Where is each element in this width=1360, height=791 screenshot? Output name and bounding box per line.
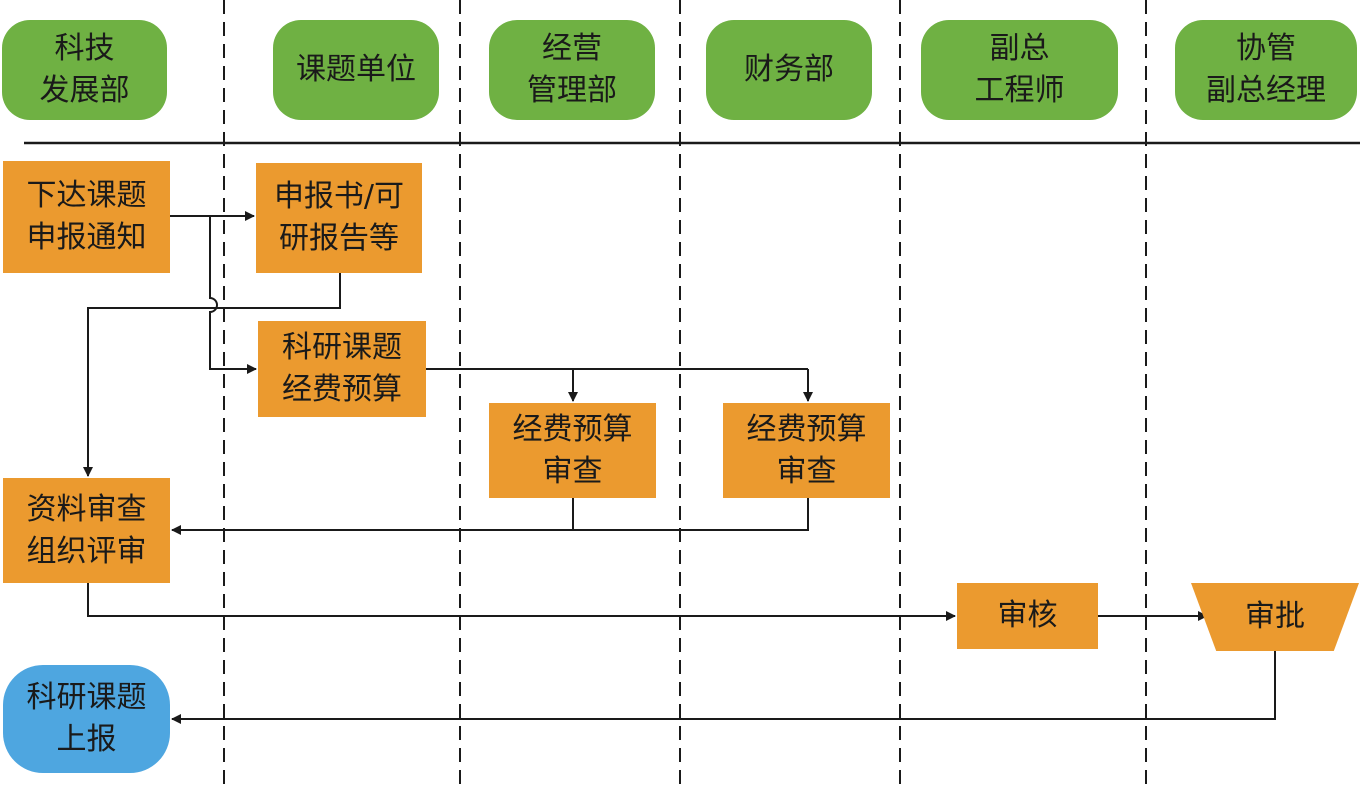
arrow-report-to-org-review: [83, 273, 341, 477]
step-budget-review-caiwu: 经费预算 审查: [723, 403, 890, 498]
step-budget: 科研课题 经费预算: [258, 321, 426, 417]
step-issue-notice: 下达课题 申报通知: [3, 161, 170, 273]
arrow-reviews-to-org-review: [171, 498, 809, 535]
arrow-org-review-to-audit: [87, 583, 956, 621]
step-final-submit: 科研课题 上报: [3, 665, 170, 773]
lane-header-fuzong: 副总 工程师: [921, 20, 1118, 120]
step-budget-review-jingying: 经费预算 审查: [489, 403, 656, 498]
lane-header-keji: 科技 发展部: [2, 20, 167, 120]
arrow-approve-to-submit: [171, 651, 1276, 724]
step-audit: 审核: [957, 583, 1098, 649]
step-org-review: 资料审查 组织评审: [3, 478, 170, 583]
step-submit-report: 申报书/可 研报告等: [256, 163, 422, 273]
lane-header-danwei: 课题单位: [273, 20, 439, 120]
lane-header-jingying: 经营 管理部: [489, 20, 655, 120]
step-approve: 审批: [1191, 583, 1359, 651]
lane-header-xieguan: 协管 副总经理: [1175, 20, 1357, 120]
arrow-notice-to-budget: [209, 216, 257, 374]
lane-header-caiwu: 财务部: [706, 20, 872, 120]
